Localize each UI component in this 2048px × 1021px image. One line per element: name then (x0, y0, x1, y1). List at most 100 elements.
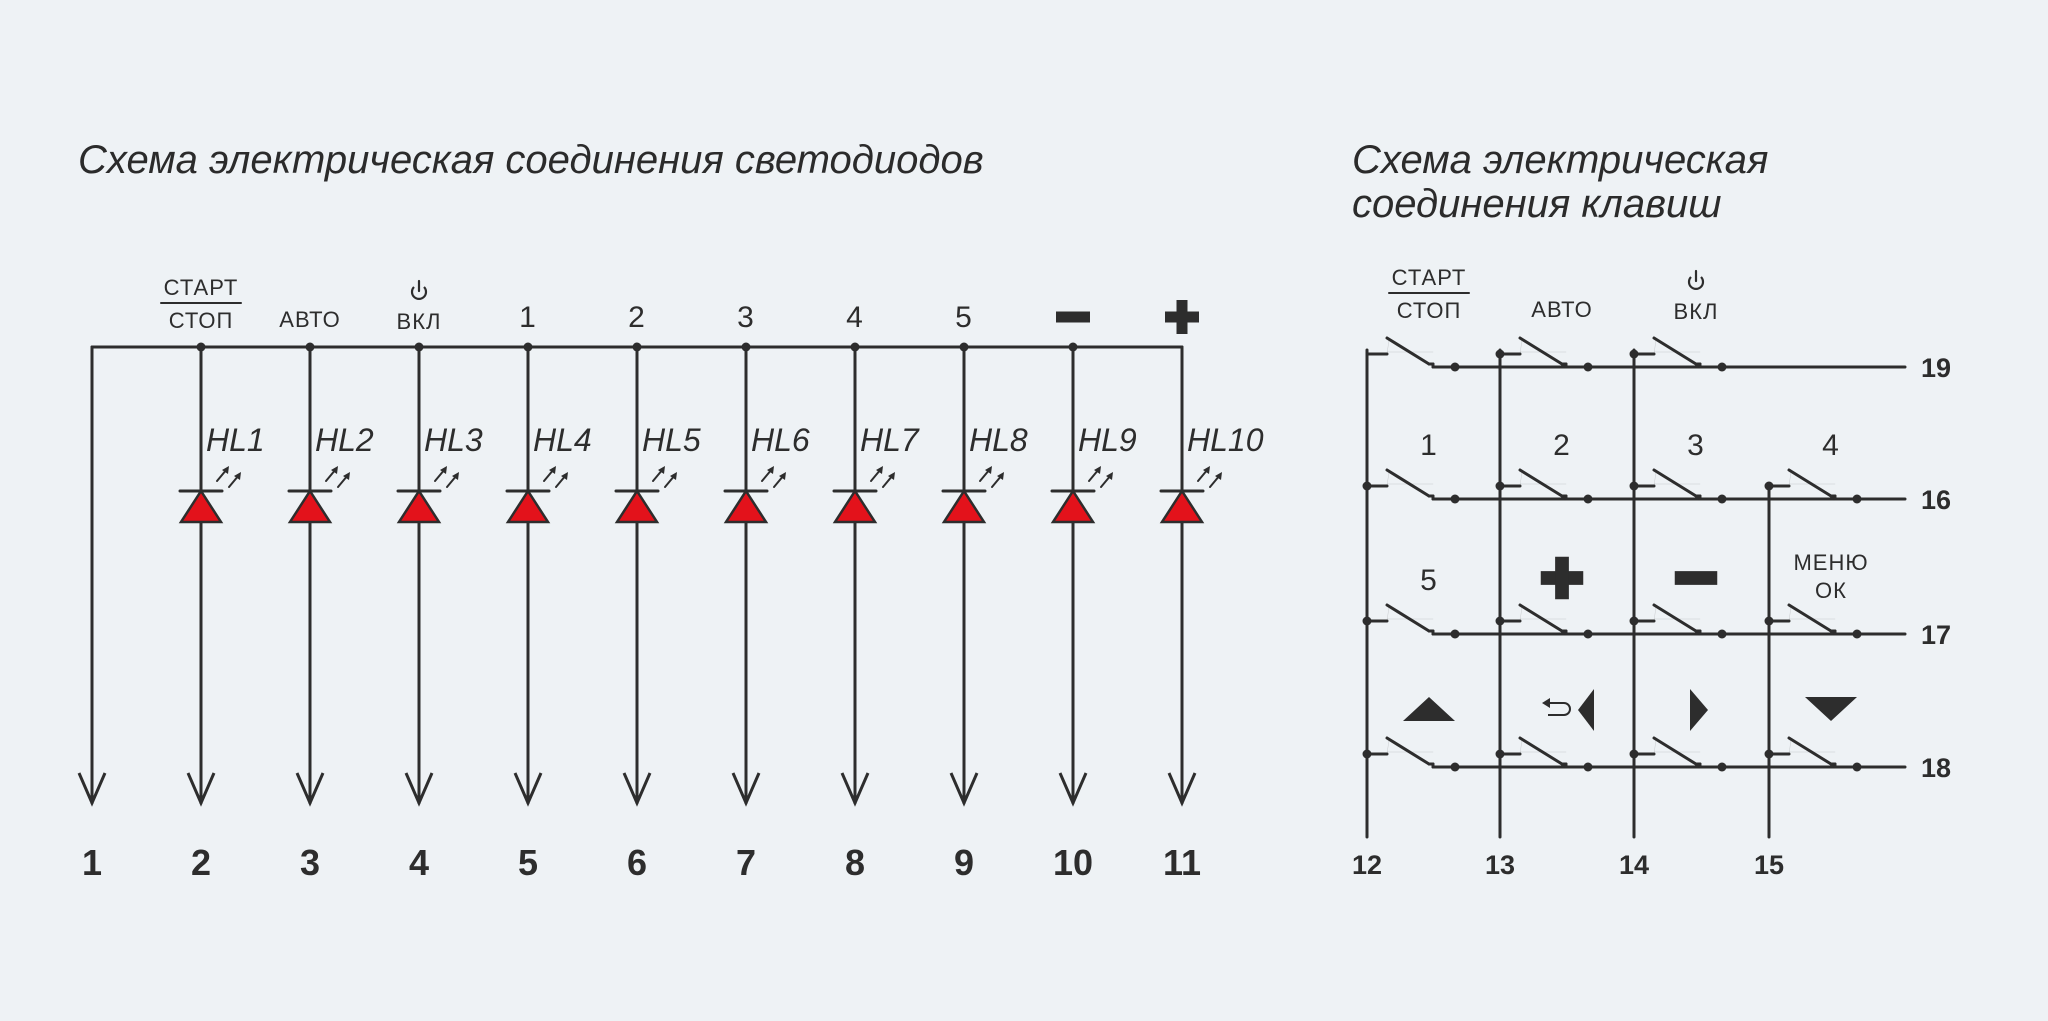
led-emission-arrowhead (1094, 466, 1101, 474)
pin-arrow (1058, 772, 1088, 807)
pin-arrow (513, 772, 543, 807)
key-label: АВТО (1531, 297, 1592, 322)
switch-blade-post (1386, 339, 1390, 355)
led-diagram: HL1СТАРТСТОПHL2АВТОHL3ВКЛHL41HL52HL63HL7… (77, 275, 1264, 883)
led-ref-label: HL8 (969, 422, 1028, 458)
switch-blade (1652, 336, 1698, 366)
ok-label: ОК (1815, 578, 1847, 603)
switch-blade-post (1653, 339, 1657, 355)
led-symbol (396, 488, 442, 524)
led-emission-arrowhead (343, 472, 350, 480)
plus-icon-v (1176, 300, 1188, 334)
key-label: 5 (955, 301, 973, 334)
led-ref-label: HL1 (206, 422, 265, 458)
arrow-up-icon (1403, 697, 1455, 721)
led-emission-arrowhead (779, 472, 786, 480)
column-junction (1495, 481, 1505, 491)
led-symbol (505, 488, 551, 524)
led-symbol (941, 488, 987, 524)
led-symbol (832, 488, 878, 524)
led-pin-number: 2 (191, 842, 211, 883)
column-junction (1495, 749, 1505, 759)
led-ref-label: HL6 (751, 422, 810, 458)
key-column-pin: 14 (1619, 850, 1649, 880)
key-number-label: 3 (1687, 429, 1705, 462)
column-junction (1495, 349, 1505, 359)
switch-blade (1518, 468, 1564, 498)
column-junction (1362, 616, 1372, 626)
key-row-pin: 18 (1921, 753, 1951, 783)
key-row-pin: 19 (1921, 353, 1951, 383)
switch-blade (1518, 736, 1564, 766)
switch-blade-post (1519, 606, 1523, 622)
switch-blade (1652, 736, 1698, 766)
key-number-label: 5 (1420, 564, 1438, 597)
led-pin-number: 5 (518, 842, 538, 883)
switch-blade-post (1519, 471, 1523, 487)
column-junction (1764, 616, 1774, 626)
key-schematic-title-line-2: соединения клавиш (1352, 182, 1722, 226)
return-arrow-head (1542, 698, 1550, 708)
switch-blade (1787, 603, 1833, 633)
return-arrow-shape (1548, 702, 1571, 716)
switch-blade (1385, 736, 1431, 766)
pin-arrow (622, 772, 652, 807)
led-emission-arrowhead (222, 466, 229, 474)
arrow-left-shape (1578, 689, 1594, 731)
led-emission-arrowhead (234, 472, 241, 480)
key-row-pin: 16 (1921, 485, 1951, 515)
led-symbol (614, 488, 660, 524)
key-number-label: 1 (1420, 429, 1438, 462)
led-pin-number: 10 (1053, 842, 1093, 883)
led-ref-label: HL5 (642, 422, 701, 458)
led-pin-number: 8 (845, 842, 865, 883)
pin-arrow (840, 772, 870, 807)
led-emission-arrowhead (985, 466, 992, 474)
power-icon (410, 279, 428, 300)
switch-blade-post (1788, 606, 1792, 622)
switch-blade-post (1519, 339, 1523, 355)
led-ref-label: HL7 (860, 422, 920, 458)
switch-blade-post (1386, 739, 1390, 755)
led-emission-arrowhead (876, 466, 883, 474)
column-junction (1629, 749, 1639, 759)
pin-arrow (404, 772, 434, 807)
column-junction (1629, 481, 1639, 491)
led-ref-label: HL4 (533, 422, 592, 458)
led-symbol (1159, 488, 1205, 524)
pin-arrow (949, 772, 979, 807)
back-left-icon (1542, 689, 1594, 731)
led-emission-arrowhead (1106, 472, 1113, 480)
led-symbol (178, 488, 224, 524)
key-number-label: 2 (1553, 429, 1571, 462)
led-emission-arrowhead (888, 472, 895, 480)
plus-icon-v (1555, 556, 1569, 600)
switch-blade-post (1653, 606, 1657, 622)
switch-blade-post (1386, 471, 1390, 487)
led-emission-arrowhead (658, 466, 665, 474)
arrow-down-icon (1805, 697, 1857, 721)
switch-blade-post (1653, 739, 1657, 755)
led-emission-arrowhead (1215, 472, 1222, 480)
led-emission-arrowhead (452, 472, 459, 480)
led-pin-number: 4 (409, 842, 429, 883)
power-icon-arc (1687, 276, 1705, 290)
led-ref-label: HL2 (315, 422, 374, 458)
column-junction (1362, 749, 1372, 759)
minus-icon (1674, 571, 1718, 585)
power-icon (1687, 269, 1705, 290)
column-junction (1495, 616, 1505, 626)
switch-blade (1385, 336, 1431, 366)
led-pin-number: 6 (627, 842, 647, 883)
switch-blade-post (1519, 739, 1523, 755)
key-label: 2 (628, 301, 646, 334)
power-label: ВКЛ (1674, 299, 1719, 324)
key-label: АВТО (279, 307, 340, 332)
pin-arrow (1167, 772, 1197, 807)
column-junction (1629, 349, 1639, 359)
column-junction (1362, 481, 1372, 491)
pin-arrow (731, 772, 761, 807)
key-row-pin: 17 (1921, 620, 1951, 650)
switch-blade (1787, 736, 1833, 766)
